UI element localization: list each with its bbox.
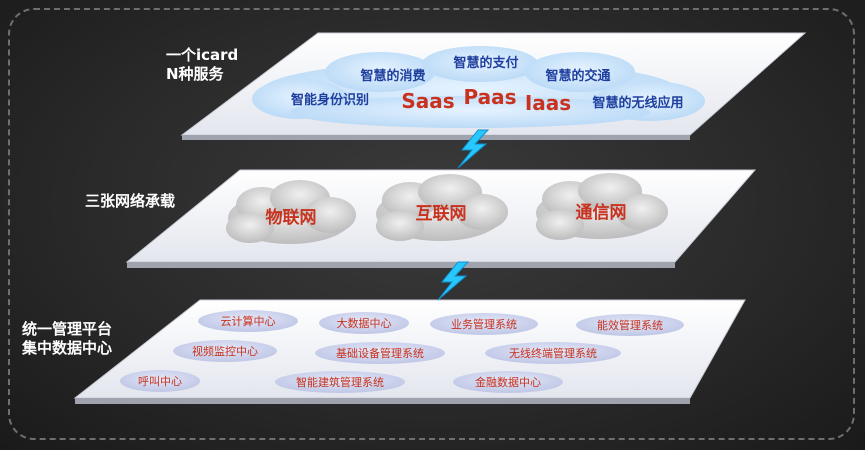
service-label: 智能身份识别 xyxy=(291,92,369,108)
service-label: 智慧的无线应用 xyxy=(592,95,683,111)
top-layer-plane-edge xyxy=(182,135,690,140)
service-label: 智慧的交通 xyxy=(545,68,610,84)
system-label: 业务管理系统 xyxy=(451,317,517,331)
network-label: 物联网 xyxy=(266,207,317,228)
system-pill xyxy=(315,342,445,364)
service-label: 智慧的消费 xyxy=(360,68,425,84)
system-pill xyxy=(275,371,405,393)
top-layer-label: 一个icard N种服务 xyxy=(166,46,238,84)
service-label: Saas xyxy=(401,89,454,113)
system-pill xyxy=(319,312,409,334)
system-pill xyxy=(430,313,538,335)
system-label: 呼叫中心 xyxy=(138,375,182,388)
cloud-internet xyxy=(376,174,508,241)
system-pill xyxy=(453,371,563,393)
service-label: Paas xyxy=(463,85,516,109)
system-pill xyxy=(485,342,621,364)
lightning-bolt-icon xyxy=(457,129,490,169)
middle-layer-plane-edge xyxy=(127,262,675,268)
network-label: 通信网 xyxy=(576,202,627,223)
system-pill xyxy=(120,370,200,392)
top-layer-label-line1: 一个icard xyxy=(166,46,239,64)
top-layer-label-line2: N种服务 xyxy=(166,65,224,83)
service-label: Iaas xyxy=(525,91,571,115)
system-label: 视频监控中心 xyxy=(192,344,258,358)
system-pill xyxy=(173,340,277,362)
system-label: 大数据中心 xyxy=(337,316,392,330)
system-label: 基础设备管理系统 xyxy=(336,346,424,360)
middle-layer-label-text: 三张网络承载 xyxy=(85,192,176,210)
system-pill xyxy=(198,310,298,332)
bottom-layer-plane-edge xyxy=(75,398,690,404)
services-cloud xyxy=(252,46,705,128)
network-label: 互联网 xyxy=(416,204,467,224)
cloud-telecom xyxy=(536,173,668,240)
lightning-bolt-icon xyxy=(437,261,470,301)
bottom-layer-label-line1: 统一管理平台 xyxy=(22,320,113,338)
cloud-iot xyxy=(226,180,356,244)
system-label: 金融数据中心 xyxy=(475,375,541,389)
bottom-layer-label-line2: 集中数据中心 xyxy=(22,339,113,357)
dashed-frame xyxy=(8,8,855,440)
system-label: 云计算中心 xyxy=(221,314,276,328)
system-pill xyxy=(576,314,684,336)
system-label: 能效管理系统 xyxy=(597,318,663,332)
bottom-layer-label: 统一管理平台 集中数据中心 xyxy=(22,320,112,358)
system-label: 无线终端管理系统 xyxy=(509,346,597,360)
system-label: 智能建筑管理系统 xyxy=(296,375,384,389)
middle-layer-label: 三张网络承载 xyxy=(85,192,175,211)
service-label: 智慧的支付 xyxy=(453,55,518,71)
